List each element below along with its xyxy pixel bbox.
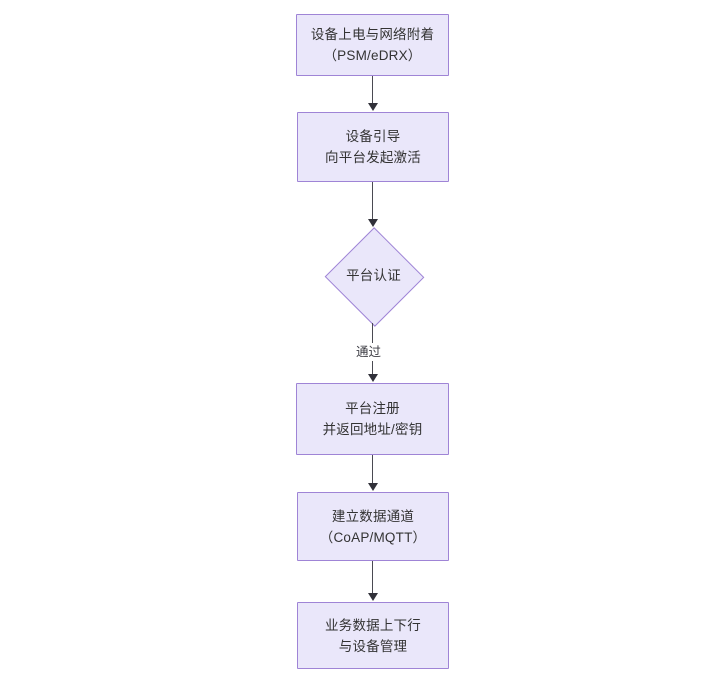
arrowhead-n5-n6: [367, 593, 378, 601]
arrowhead-n4-n5: [367, 483, 378, 491]
flow-node-label: 设备引导 向平台发起激活: [325, 129, 421, 165]
flow-node-label: 设备上电与网络附着 （PSM/eDRX）: [310, 27, 435, 63]
flow-node-business-data[interactable]: 业务数据上下行 与设备管理: [297, 602, 449, 669]
arrowhead-n2-n3: [367, 219, 378, 227]
flow-node-label: 业务数据上下行 与设备管理: [325, 617, 421, 654]
flow-node-platform-authentication[interactable]: 平台认证: [324, 226, 425, 327]
connector-n5-n6: [372, 561, 374, 594]
connector-n4-n5: [372, 455, 374, 484]
connector-n1-n2: [372, 76, 374, 104]
flow-node-device-power-on[interactable]: 设备上电与网络附着 （PSM/eDRX）: [296, 14, 449, 76]
flow-node-platform-registration[interactable]: 平台注册 并返回地址/密钥: [296, 383, 449, 455]
flow-node-label: 建立数据通道 （CoAP/MQTT）: [319, 508, 427, 545]
flow-node-label: 平台认证: [346, 268, 401, 283]
arrowhead-n3-n4: [367, 374, 378, 382]
flow-node-label: 平台注册 并返回地址/密钥: [322, 401, 423, 437]
flow-node-device-bootstrap[interactable]: 设备引导 向平台发起激活: [297, 112, 449, 182]
edge-label-pass: 通过: [353, 343, 385, 361]
connector-n2-n3: [372, 182, 374, 220]
arrowhead-n1-n2: [367, 103, 378, 111]
flow-node-data-channel[interactable]: 建立数据通道 （CoAP/MQTT）: [297, 492, 449, 561]
